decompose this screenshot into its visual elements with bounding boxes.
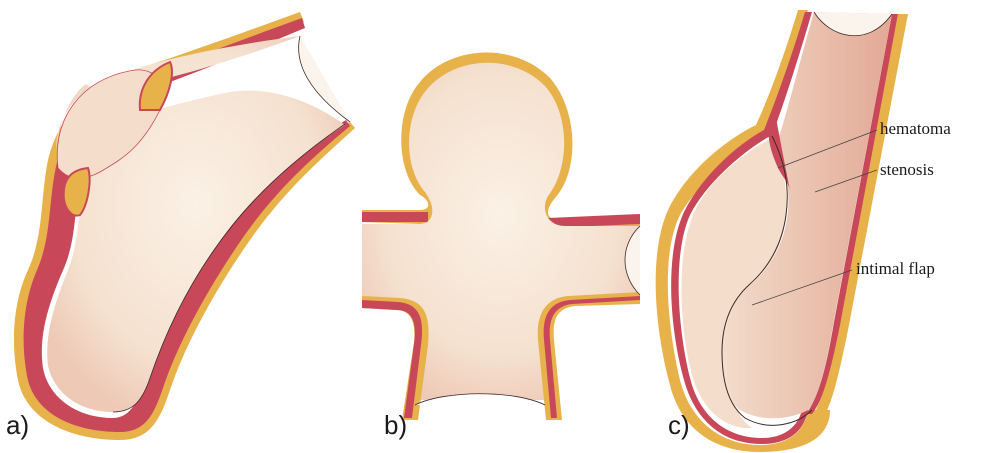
panel-c-vessel [656,10,908,452]
panel-a-vessel [14,12,355,440]
panel-label-b: b) [384,412,407,438]
annotation-stenosis: stenosis [880,161,934,178]
panel-b-media-top-left [362,212,428,222]
panel-label-a: a) [6,412,29,438]
panel-b-vessel [362,53,640,420]
annotation-hematoma: hematoma [880,120,951,137]
panel-b-lumen [362,63,640,400]
annotation-intimal-flap: intimal flap [856,260,935,277]
panel-label-c: c) [668,412,690,438]
panel-b-media-bottom-left [362,300,422,418]
